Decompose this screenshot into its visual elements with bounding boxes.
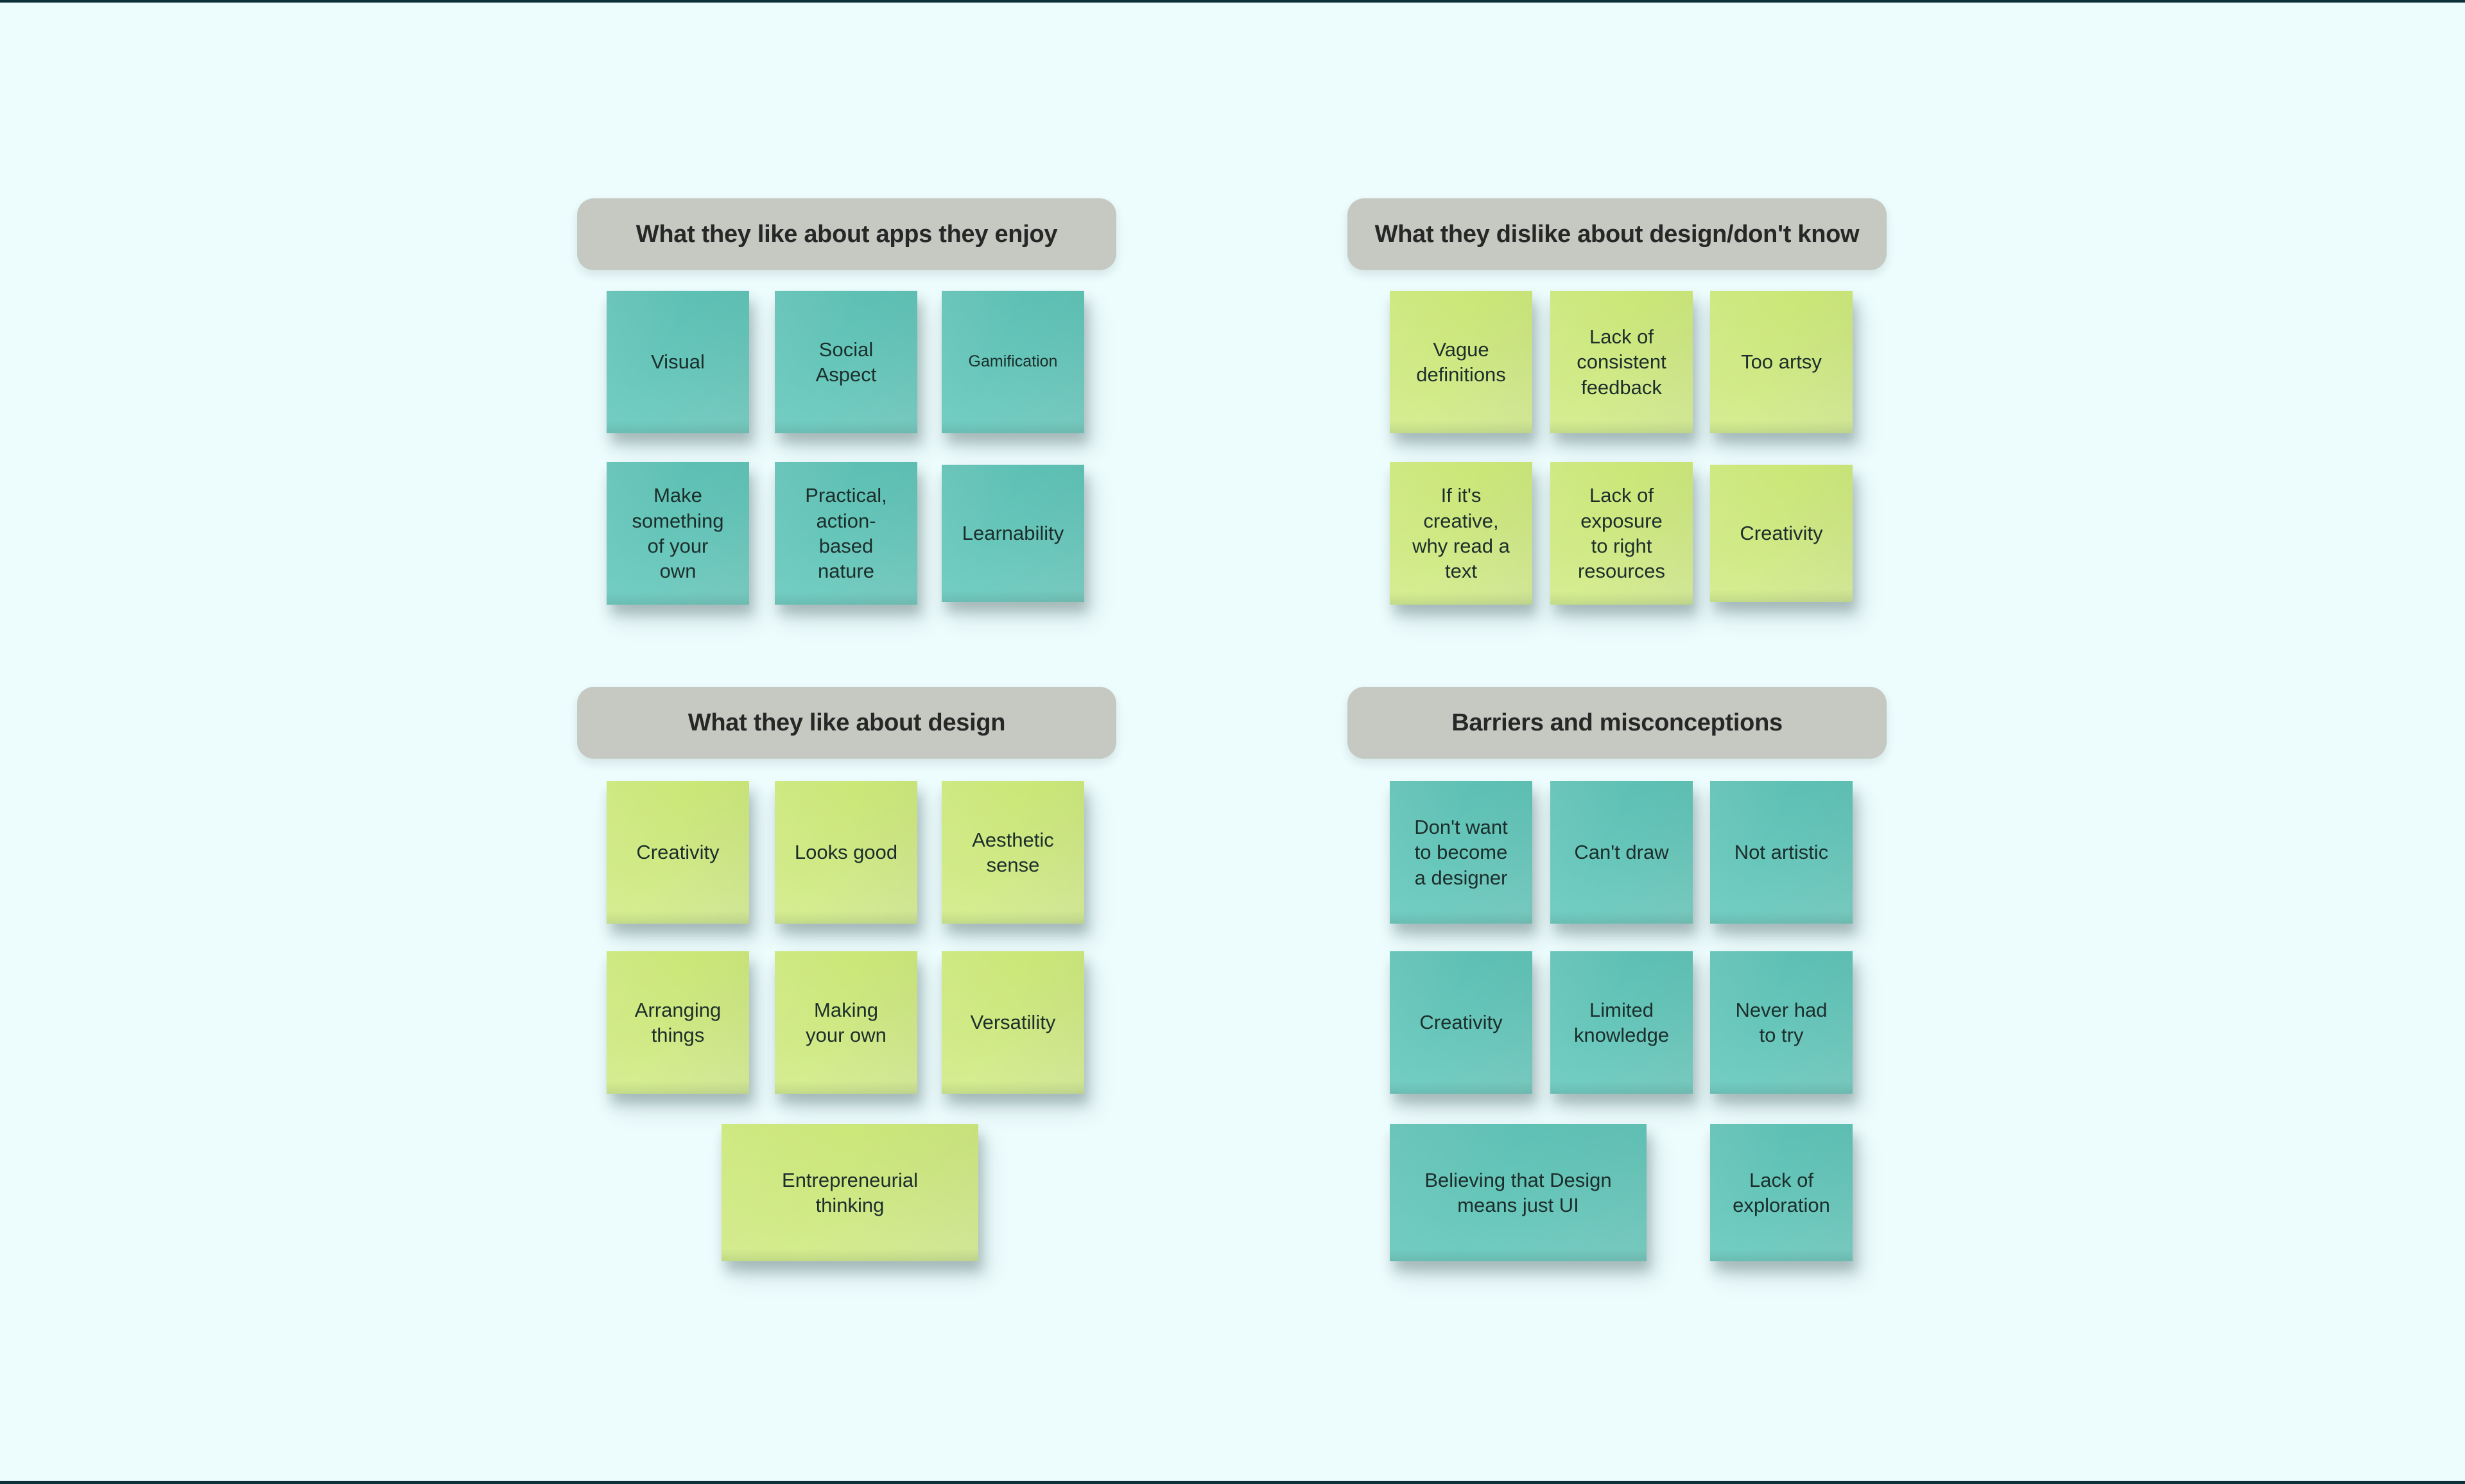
note-text: Believing that Design means just UI xyxy=(1424,1168,1612,1216)
note-limited-knowledge[interactable]: Limited knowledge xyxy=(1550,951,1693,1094)
note-text: Not artistic xyxy=(1734,841,1829,864)
note-text: Vague definitions xyxy=(1416,338,1506,386)
note-not-artistic[interactable]: Not artistic xyxy=(1710,781,1853,924)
note-visual[interactable]: Visual xyxy=(607,291,749,433)
note-text: Creativity xyxy=(636,841,720,864)
board-title: What they dislike about design/don't kno… xyxy=(1374,220,1860,248)
note-text: Limited knowledge xyxy=(1573,998,1670,1046)
note-make-something[interactable]: Make something of your own xyxy=(607,462,749,605)
canvas-edge-bottom xyxy=(0,1481,2465,1484)
note-text: Versatility xyxy=(970,1011,1056,1034)
note-text: Lack of exposure to right resources xyxy=(1577,484,1666,583)
note-text: Don't want to become a designer xyxy=(1414,815,1508,889)
note-text: Never had to try xyxy=(1735,998,1828,1046)
note-gamification[interactable]: Gamification xyxy=(942,291,1084,433)
note-dont-want-designer[interactable]: Don't want to become a designer xyxy=(1390,781,1532,924)
note-text: Creativity xyxy=(1419,1011,1503,1034)
canvas-edge-top xyxy=(0,0,2465,3)
note-never-had-to-try[interactable]: Never had to try xyxy=(1710,951,1853,1094)
note-text: Learnability xyxy=(962,522,1064,545)
note-text: Making your own xyxy=(806,998,887,1046)
note-text: Make something of your own xyxy=(632,484,724,583)
note-text: Can't draw xyxy=(1574,841,1669,864)
board-title: What they like about apps they enjoy xyxy=(636,220,1058,248)
note-text: Lack of exploration xyxy=(1733,1168,1830,1216)
note-arranging-things[interactable]: Arranging things xyxy=(607,951,749,1094)
note-text: Arranging things xyxy=(634,998,722,1046)
board-title: What they like about design xyxy=(688,709,1006,736)
note-making-your-own[interactable]: Making your own xyxy=(775,951,917,1094)
note-versatility[interactable]: Versatility xyxy=(942,951,1084,1094)
note-if-creative-why-read[interactable]: If it's creative, why read a text xyxy=(1390,462,1532,605)
board-title: Barriers and misconceptions xyxy=(1451,709,1783,736)
note-creativity-barrier[interactable]: Creativity xyxy=(1390,951,1532,1094)
board-header-likes-apps[interactable]: What they like about apps they enjoy xyxy=(577,198,1116,270)
note-aesthetic-sense[interactable]: Aesthetic sense xyxy=(942,781,1084,924)
note-lack-exposure-resources[interactable]: Lack of exposure to right resources xyxy=(1550,462,1693,605)
note-text: If it's creative, why read a text xyxy=(1412,484,1510,583)
note-text: Creativity xyxy=(1740,522,1823,545)
board-header-barriers[interactable]: Barriers and misconceptions xyxy=(1347,687,1887,759)
note-text: Lack of consistent feedback xyxy=(1577,325,1666,399)
note-creativity-like[interactable]: Creativity xyxy=(607,781,749,924)
note-text: Entrepreneurial thinking xyxy=(782,1168,918,1216)
note-vague-definitions[interactable]: Vague definitions xyxy=(1390,291,1532,433)
note-cant-draw[interactable]: Can't draw xyxy=(1550,781,1693,924)
note-text: Practical, action- based nature xyxy=(805,484,887,583)
note-lack-consistent-feedback[interactable]: Lack of consistent feedback xyxy=(1550,291,1693,433)
note-text: Visual xyxy=(651,350,705,374)
note-creativity-dislike[interactable]: Creativity xyxy=(1710,465,1853,602)
board-header-likes-design[interactable]: What they like about design xyxy=(577,687,1116,759)
note-design-means-just-ui[interactable]: Believing that Design means just UI xyxy=(1390,1124,1647,1261)
note-text: Looks good xyxy=(794,841,898,864)
note-lack-of-exploration[interactable]: Lack of exploration xyxy=(1710,1124,1853,1261)
note-entrepreneurial-thinking[interactable]: Entrepreneurial thinking xyxy=(722,1124,978,1261)
note-too-artsy[interactable]: Too artsy xyxy=(1710,291,1853,433)
note-looks-good[interactable]: Looks good xyxy=(775,781,917,924)
note-text: Too artsy xyxy=(1741,350,1822,374)
note-practical-nature[interactable]: Practical, action- based nature xyxy=(775,462,917,605)
note-text: Social Aspect xyxy=(815,338,877,386)
board-header-dislikes-design[interactable]: What they dislike about design/don't kno… xyxy=(1347,198,1887,270)
note-text: Aesthetic sense xyxy=(972,828,1054,876)
note-social-aspect[interactable]: Social Aspect xyxy=(775,291,917,433)
note-learnability[interactable]: Learnability xyxy=(942,465,1084,602)
note-text: Gamification xyxy=(968,352,1058,371)
